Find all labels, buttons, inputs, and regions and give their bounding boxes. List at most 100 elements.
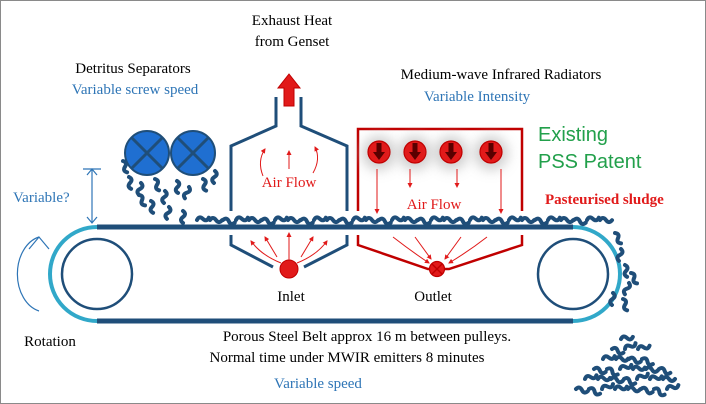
pile-sludge-piece — [628, 387, 640, 391]
detritus-drip — [125, 174, 136, 192]
rotation-label: Rotation — [24, 334, 76, 350]
sludge-piece — [350, 213, 368, 224]
pile-sludge-piece — [573, 385, 591, 396]
pile-sludge-piece — [643, 365, 661, 375]
detritus-drip — [181, 184, 193, 201]
inlet-label: Inlet — [277, 289, 305, 305]
sludge-piece — [532, 216, 550, 227]
falling-sludge-piece — [614, 246, 625, 264]
sludge-piece — [363, 216, 381, 225]
pile-sludge-piece — [622, 339, 639, 353]
detritus-drip — [159, 188, 169, 206]
pile-sludge-piece — [604, 365, 621, 379]
pile-sludge-piece — [656, 365, 673, 377]
sludge-piece — [558, 216, 576, 225]
right-airflow-label: Air Flow — [407, 197, 462, 213]
sludge-piece — [311, 213, 329, 224]
sludge-piece — [506, 213, 524, 224]
right-pulley — [536, 237, 610, 311]
conveyor-belt — [48, 224, 622, 324]
mwir-emitter — [398, 136, 432, 170]
sludge-piece — [272, 213, 290, 224]
pile-sludge-piece — [638, 385, 656, 397]
pile-sludge-piece — [591, 365, 609, 376]
falling-sludge-piece — [621, 280, 633, 297]
pile-sludge-piece — [582, 371, 600, 383]
sludge-piece — [519, 216, 537, 225]
screw-speed-label: Variable screw speed — [72, 82, 199, 98]
outlet-fan — [428, 260, 446, 278]
variable-question-label: Variable? — [13, 190, 70, 206]
sludge-layer — [194, 213, 615, 227]
mwir-emitter — [434, 136, 468, 170]
sludge-piece — [415, 216, 433, 227]
sludge-piece — [220, 216, 238, 227]
sludge-piece — [324, 216, 342, 225]
detritus-drip — [147, 198, 158, 216]
pile-sludge-piece — [595, 373, 613, 383]
pile-sludge-piece — [639, 355, 656, 368]
sludge-piece — [194, 213, 212, 224]
pile-sludge-piece — [661, 375, 677, 383]
left-airflow-arrows — [250, 146, 328, 264]
sludge-piece — [259, 216, 277, 227]
outlet-label: Outlet — [414, 289, 452, 305]
pile-sludge-piece — [599, 380, 616, 393]
pile-sludge-piece — [588, 387, 601, 395]
sludge-piece — [402, 216, 420, 225]
detritus-drip — [162, 204, 173, 222]
variable-height-indicator — [83, 168, 101, 224]
pile-sludge-piece — [636, 372, 649, 381]
pile-sludge-piece — [653, 387, 665, 396]
pile-sludge-piece — [621, 375, 638, 388]
pile-sludge-piece — [635, 341, 653, 353]
mwir-label: Medium-wave Infrared Radiators — [401, 67, 602, 83]
sludge-piece — [480, 216, 498, 225]
mwir-emitter — [362, 136, 396, 170]
pile-sludge-piece — [664, 381, 681, 393]
inlet-fan — [279, 259, 299, 279]
pile-sludge-piece — [612, 382, 630, 393]
falling-sludge — [607, 230, 641, 313]
falling-sludge-piece — [621, 262, 632, 280]
detritus-separators — [119, 130, 219, 225]
sludge-piece — [233, 213, 251, 224]
pasteurised-label: Pasteurised sludge — [545, 192, 664, 208]
sludge-piece — [571, 216, 589, 227]
mwir-emitters — [362, 136, 508, 170]
detritus-drip — [135, 192, 149, 209]
variable-speed-label: Variable speed — [274, 376, 362, 392]
belt-description-line-2: Normal time under MWIR emitters 8 minute… — [210, 350, 485, 366]
rotation-arrow — [16, 236, 50, 312]
sludge-piece — [298, 216, 316, 227]
sludge-piece — [597, 216, 615, 225]
exhaust-heat-label-2: from Genset — [255, 34, 330, 50]
existing-patent-label-2: PSS Patent — [538, 151, 642, 173]
pile-sludge-piece — [609, 345, 627, 357]
existing-patent-label-1: Existing — [538, 124, 608, 146]
detritus-label: Detritus Separators — [75, 61, 191, 77]
pile-sludge-piece — [647, 372, 665, 383]
left-airflow-label: Air Flow — [262, 175, 317, 191]
sludge-piece — [441, 216, 459, 225]
sludge-piece — [389, 213, 407, 224]
detritus-drip — [173, 178, 183, 196]
sludge-piece — [545, 213, 563, 224]
sludge-piece — [428, 213, 446, 224]
sludge-piece — [454, 216, 472, 227]
sludge-piece — [376, 216, 394, 227]
falling-sludge-piece — [607, 290, 617, 308]
left-pulley — [60, 237, 134, 311]
sludge-piece — [493, 216, 511, 227]
sludge-piece — [207, 216, 225, 225]
pile-sludge-piece — [617, 361, 634, 373]
sludge-piece — [285, 216, 303, 225]
pile-sludge-piece — [608, 375, 626, 385]
sludge-piece — [467, 213, 485, 224]
exhaust-up-arrow — [276, 73, 302, 107]
detritus-drip — [199, 176, 211, 194]
sludge-piece — [337, 216, 355, 227]
falling-sludge-piece — [619, 296, 631, 313]
